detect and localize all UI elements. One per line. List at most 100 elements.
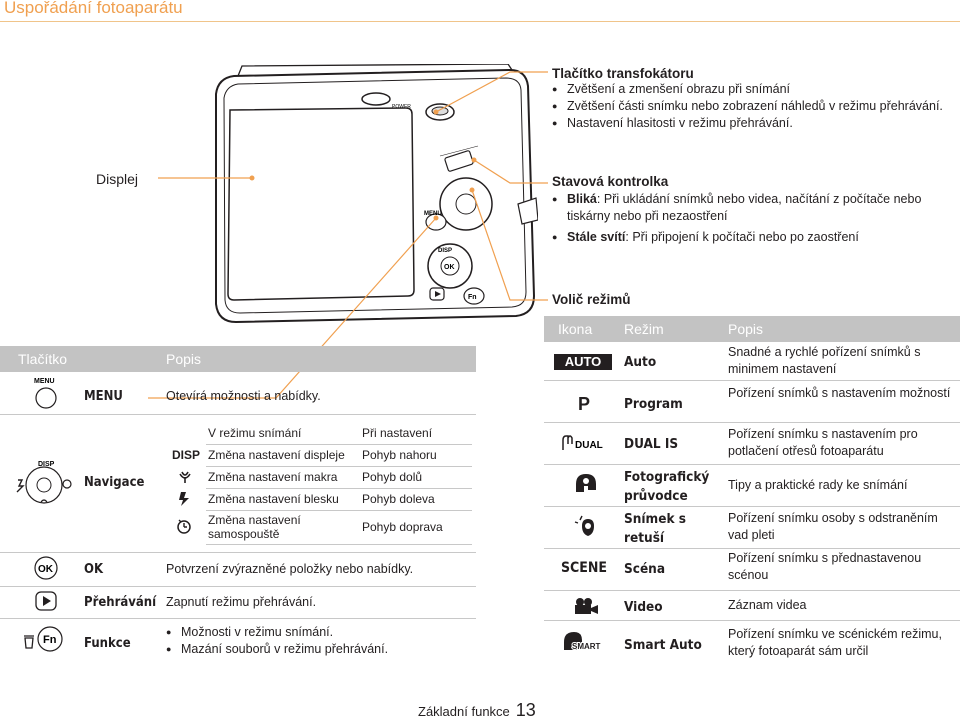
sub-head-left: V režimu snímání xyxy=(208,426,302,440)
header-description: Popis xyxy=(728,321,764,337)
power-label: POWER xyxy=(392,104,411,110)
term: Bliká xyxy=(567,192,597,206)
auto-mode-icon: AUTO xyxy=(554,354,612,370)
row-label-ok: OK xyxy=(84,562,104,577)
mode-name: Program xyxy=(624,396,683,412)
row-divider xyxy=(206,466,472,467)
flash-icon xyxy=(179,492,189,506)
row-divider xyxy=(544,422,960,423)
list-item: Stále svítí: Při připojení k počítači ne… xyxy=(552,229,952,246)
page-footer: Základní funkce 13 xyxy=(418,700,536,721)
list-item: Zvětšení a zmenšení obrazu při snímání xyxy=(552,81,952,98)
sub-right: Pohyb doprava xyxy=(362,520,443,534)
dual-is-mode-icon: DUAL xyxy=(562,435,603,451)
camera-fn-label: Fn xyxy=(468,294,477,301)
page-header: Uspořádání fotoaparátu xyxy=(0,0,960,22)
smart-icon-text: SMART xyxy=(572,642,601,651)
modes-table-header: Ikona Režim Popis xyxy=(544,316,960,342)
sub-head-right: Při nastavení xyxy=(362,426,433,440)
mode-name: Snímek s retuší xyxy=(624,511,686,546)
ok-button-icon: OK xyxy=(34,556,58,580)
row-divider xyxy=(544,620,960,621)
menu-button-icon: MENU xyxy=(34,378,57,409)
row-divider xyxy=(544,506,960,507)
sub-left: Změna nastavení displeje xyxy=(208,448,345,462)
mode-desc: Záznam videa xyxy=(728,598,807,612)
mode-name: Video xyxy=(624,599,663,615)
mode-name: Fotografický průvodce xyxy=(624,469,710,504)
callout-mode-dial-title: Volič režimů xyxy=(552,292,631,307)
row-divider xyxy=(0,618,476,619)
mode-desc: Pořízení snímku s přednastavenou scénou xyxy=(728,551,922,582)
term-text: : Při připojení k počítači nebo po zaost… xyxy=(625,230,859,244)
row-desc-menu: Otevírá možnosti a nabídky. xyxy=(166,389,321,403)
menu-icon-text: MENU xyxy=(34,378,55,385)
camera-illustration: POWER MENU OK DISP Fn xyxy=(215,64,538,324)
callout-status-list: Bliká: Při ukládání snímků nebo videa, n… xyxy=(552,191,952,246)
playback-icon xyxy=(35,591,57,611)
nav-sub-table: V režimu snímání Při nastavení DISP Změn… xyxy=(166,420,472,548)
camera-menu-label: MENU xyxy=(424,211,442,217)
term: Stále svítí xyxy=(567,230,626,244)
mode-desc: Pořízení snímku s nastavením pro potlače… xyxy=(728,427,918,458)
list-item: Zvětšení části snímku nebo zobrazení náh… xyxy=(552,98,952,115)
row-divider xyxy=(206,510,472,511)
row-desc-play: Zapnutí režimu přehrávání. xyxy=(166,595,317,609)
callout-display-title: Displej xyxy=(96,171,139,187)
mode-name: DUAL IS xyxy=(624,436,679,452)
function-button-icon: Fn xyxy=(24,626,63,652)
sub-left: Změna nastavení samospouště xyxy=(208,513,301,541)
row-divider xyxy=(544,590,960,591)
mode-name: Auto xyxy=(624,354,657,370)
list-item: Mazání souborů v režimu přehrávání. xyxy=(166,641,388,658)
row-divider xyxy=(206,544,472,545)
sub-left: Změna nastavení makra xyxy=(208,470,338,484)
smart-auto-mode-icon: SMART xyxy=(564,632,602,652)
callout-zoom-list: Zvětšení a zmenšení obrazu při snímání Z… xyxy=(552,81,952,132)
header-description: Popis xyxy=(166,351,202,367)
list-item: Nastavení hlasitosti v režimu přehrávání… xyxy=(552,115,952,132)
mode-desc: Tipy a praktické rady ke snímání xyxy=(728,478,908,492)
video-mode-icon xyxy=(575,598,598,614)
row-divider xyxy=(206,488,472,489)
mode-desc: Pořízení snímků s nastavením možností xyxy=(728,386,951,400)
row-divider xyxy=(0,586,476,587)
mode-name: Smart Auto xyxy=(624,637,702,653)
page-number: 13 xyxy=(515,700,536,720)
mode-desc: Snadné a rychlé pořízení snímků s minime… xyxy=(728,345,921,376)
list-item: Možnosti v režimu snímání. xyxy=(166,624,388,641)
row-divider xyxy=(0,414,476,415)
list-item: Bliká: Při ukládání snímků nebo videa, n… xyxy=(552,191,952,225)
row-label-nav: Navigace xyxy=(84,475,145,490)
header-mode: Režim xyxy=(624,321,664,337)
row-label-play: Přehrávání xyxy=(84,595,157,610)
sub-right: Pohyb doleva xyxy=(362,492,435,506)
row-desc-func: Možnosti v režimu snímání. Mazání soubor… xyxy=(166,624,388,658)
row-divider xyxy=(206,444,472,445)
row-divider xyxy=(544,548,960,549)
callout-status: Stavová kontrolka Bliká: Při ukládání sn… xyxy=(552,174,952,246)
row-divider xyxy=(544,380,960,381)
dual-icon-text: DUAL xyxy=(575,440,603,451)
callout-zoom: Tlačítko transfokátoru Zvětšení a zmenše… xyxy=(552,66,952,132)
callout-status-title: Stavová kontrolka xyxy=(552,174,669,189)
footer-section: Základní funkce xyxy=(418,704,510,719)
row-label-func: Funkce xyxy=(84,636,131,651)
macro-icon xyxy=(179,471,191,483)
fn-icon-text: Fn xyxy=(43,634,57,646)
sub-left: Změna nastavení blesku xyxy=(208,492,339,506)
timer-icon xyxy=(177,519,191,534)
camera-disp-label: DISP xyxy=(438,248,452,254)
program-mode-icon: P xyxy=(577,394,590,414)
header-icon: Ikona xyxy=(558,321,593,337)
nav-icon-text: DISP xyxy=(38,461,55,468)
sub-right: Pohyb nahoru xyxy=(362,448,437,462)
camera-ok-label: OK xyxy=(444,264,455,271)
term-text: : Při ukládání snímků nebo videa, načítá… xyxy=(567,192,922,223)
scene-mode-icon: SCENE xyxy=(560,560,608,576)
disp-icon: DISP xyxy=(172,448,201,462)
callout-zoom-title: Tlačítko transfokátoru xyxy=(552,66,694,81)
nav-pad-icon: DISP xyxy=(16,461,72,504)
ok-icon-text: OK xyxy=(38,564,54,575)
